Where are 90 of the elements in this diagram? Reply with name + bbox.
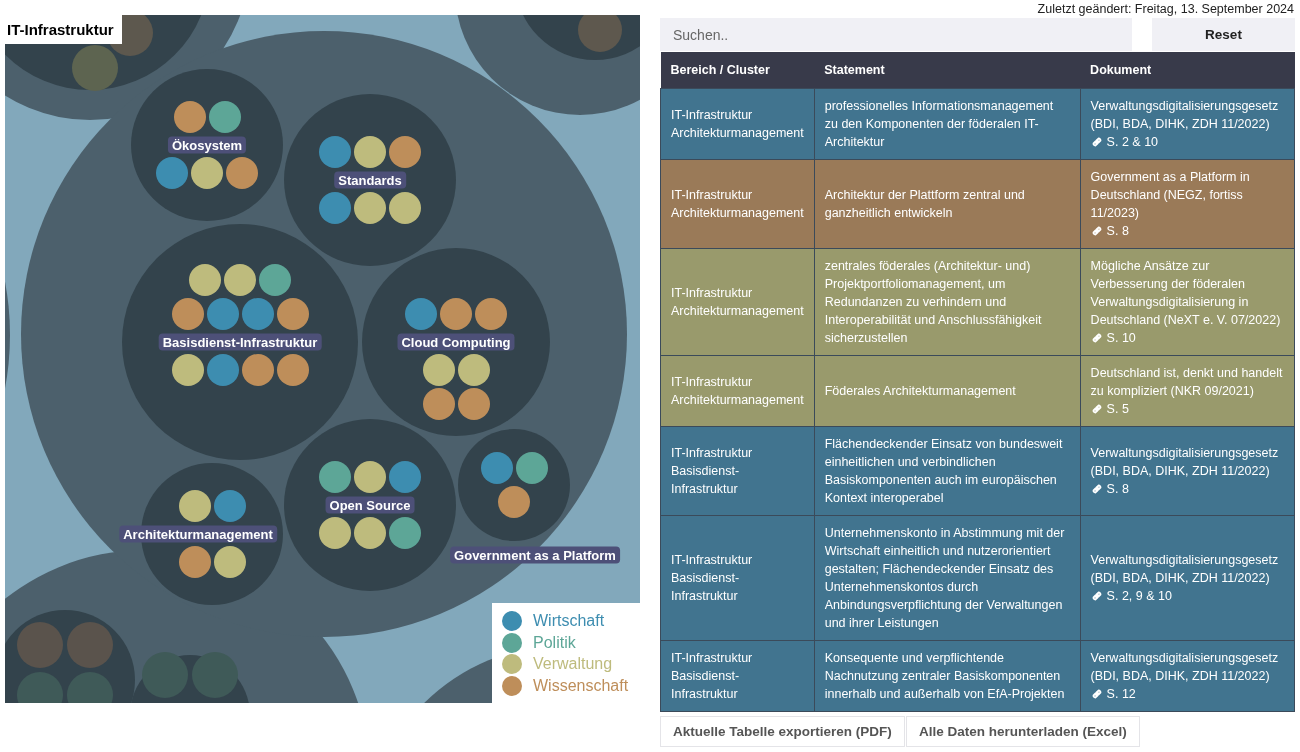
statement-text: Föderales Architekturmanagement — [824, 383, 1017, 400]
statement-dot — [405, 298, 437, 330]
cluster-text: IT-Infrastruktur Architekturmanagement — [671, 107, 804, 142]
statement-dot — [276, 298, 309, 330]
reset-button: Reset — [1152, 18, 1295, 51]
last-modified-text: Zuletzt geändert: Freitag, 13. September 2024 — [1037, 2, 1294, 16]
statement-dot — [515, 452, 548, 484]
statement-dot — [178, 490, 211, 522]
legend-label: Politik — [533, 633, 576, 652]
cluster-text: IT-Infrastruktur Basisdienst-Infrastruktur — [671, 650, 754, 703]
statement-dot — [171, 298, 204, 330]
page-reference: S. 5 — [1106, 401, 1129, 418]
statement-dot — [173, 101, 206, 133]
statement-dot — [389, 461, 421, 493]
page-reference: S. 10 — [1106, 330, 1136, 347]
cluster-label: Basisdienst-Infrastruktur — [158, 333, 322, 351]
statement-dot — [354, 517, 386, 549]
statement-dot — [354, 461, 386, 493]
download-excel-button: Alle Daten herunterladen (Excel) — [906, 716, 1140, 747]
statement-dot — [422, 354, 455, 386]
statement-dot — [206, 354, 239, 386]
statement-dot — [189, 264, 221, 296]
document-title: Verwaltungsdigitalisierungsgesetz (BDI, BDA, DIHK, ZDH 11/2022) — [1090, 445, 1280, 480]
statement-dot — [224, 264, 256, 296]
statement-dot — [191, 157, 223, 189]
statement-text: Architektur der Plattform zentral und ganzheitlich entwickeln — [824, 187, 1026, 222]
document-title: Verwaltungsdigitalisierungsgesetz (BDI, BDA, DIHK, ZDH 11/2022) — [1090, 552, 1280, 587]
statement-dot — [319, 517, 351, 549]
statement-dot — [276, 354, 309, 386]
document-title: Government as a Platform in Deutschland (NEGZ, fortiss 11/2023) — [1090, 169, 1251, 222]
column-header: Bereich / Cluster — [670, 63, 770, 77]
column-header: Dokument — [1090, 63, 1152, 77]
document-title: Deutschland ist, denkt und handelt zu kompliziert (NKR 09/2021) — [1090, 365, 1284, 400]
statement-dot — [259, 264, 291, 296]
cluster-text: IT-Infrastruktur Architekturmanagement — [671, 187, 804, 222]
export-pdf-button: Aktuelle Tabelle exportieren (PDF) — [660, 716, 905, 747]
statement-dot — [498, 486, 530, 518]
page-reference: S. 8 — [1106, 223, 1129, 240]
statement-dot — [178, 546, 211, 578]
statement-text: Flächendeckender Einsatz von bundesweit einheitlichen und verbindlichen Basiskomponenten auch im europäischen Kontext interoperabel — [824, 436, 1064, 507]
statement-dot — [475, 298, 507, 330]
page-reference: S. 8 — [1106, 481, 1129, 498]
statement-dot — [389, 517, 421, 549]
legend-label: Wissenschaft — [533, 676, 629, 695]
page-reference: S. 2 & 10 — [1106, 134, 1159, 151]
cluster-label: Cloud Computing — [397, 333, 515, 351]
cluster-text: IT-Infrastruktur Architekturmanagement — [671, 374, 804, 409]
legend-label: Wirtschaft — [533, 612, 605, 630]
column-header: Statement — [824, 63, 885, 77]
statement-dot — [319, 192, 351, 224]
statement-dot — [440, 298, 472, 330]
statement-dot — [319, 136, 351, 168]
statement-dot — [226, 157, 258, 189]
statement-dot — [457, 388, 490, 420]
statement-text: professionelles Informationsmanagement zu den Komponenten der föderalen IT-Architektur — [824, 98, 1055, 151]
legend-label: Verwaltung — [533, 655, 613, 673]
page-reference: S. 2, 9 & 10 — [1106, 588, 1172, 605]
cluster-text: IT-Infrastruktur Architekturmanagement — [671, 285, 804, 320]
statement-dot — [354, 192, 386, 224]
cluster-label: Ökosystem — [167, 136, 247, 154]
statement-dot — [354, 136, 386, 168]
statement-dot — [422, 388, 455, 420]
document-title: Verwaltungsdigitalisierungsgesetz (BDI, BDA, DIHK, ZDH 11/2022) — [1090, 98, 1280, 133]
chart-title: IT-Infrastruktur — [5, 15, 122, 44]
document-title: Mögliche Ansätze zur Verbesserung der föderalen Verwaltungsdigitalisierung in Deutschland (NeXT e. V. 07/2022) — [1090, 258, 1282, 329]
cluster-label: Open Source — [325, 496, 415, 514]
statement-text: Konsequente und verpflichtende Nachnutzung zentraler Basiskomponenten innerhalb und außerhalb von EfA-Projekten — [824, 650, 1066, 703]
statement-dot — [319, 461, 351, 493]
statement-dot — [208, 101, 241, 133]
statement-text: Unternehmenskonto in Abstimmung mit der Wirtschaft einheitlich und nutzerorientiert gestalten; Flächendeckender Einsatz des Unternehmenskontos durch Anbindungsverpflichtung der Verwaltungen und ihrer Leistungen — [824, 525, 1066, 632]
page-reference: S. 12 — [1106, 686, 1136, 703]
cluster-label: Standards — [334, 171, 406, 189]
statement-dot — [480, 452, 513, 484]
statement-dot — [241, 298, 274, 330]
document-title: Verwaltungsdigitalisierungsgesetz (BDI, BDA, DIHK, ZDH 11/2022) — [1090, 650, 1280, 685]
cluster-text: IT-Infrastruktur Basisdienst-Infrastruktur — [671, 445, 754, 498]
statement-dot — [457, 354, 490, 386]
statement-dot — [389, 136, 421, 168]
statement-dot — [206, 298, 239, 330]
search-field: Suchen.. — [660, 18, 1132, 51]
statement-text: zentrales föderales (Architektur- und) Projektportfoliomanagement, um Redundanzen zu verhindern und Interoperabilität und Anschlussfähigkeit sicherzustellen — [824, 258, 1043, 347]
statement-dot — [241, 354, 274, 386]
statement-dot — [389, 192, 421, 224]
statement-dot — [156, 157, 188, 189]
statement-dot — [213, 546, 246, 578]
cluster-label: Government as a Platform — [450, 546, 620, 564]
cluster-text: IT-Infrastruktur Basisdienst-Infrastruktur — [671, 552, 754, 605]
cluster-label: Architekturmanagement — [119, 525, 277, 543]
statement-dot — [171, 354, 204, 386]
statement-dot — [213, 490, 246, 522]
